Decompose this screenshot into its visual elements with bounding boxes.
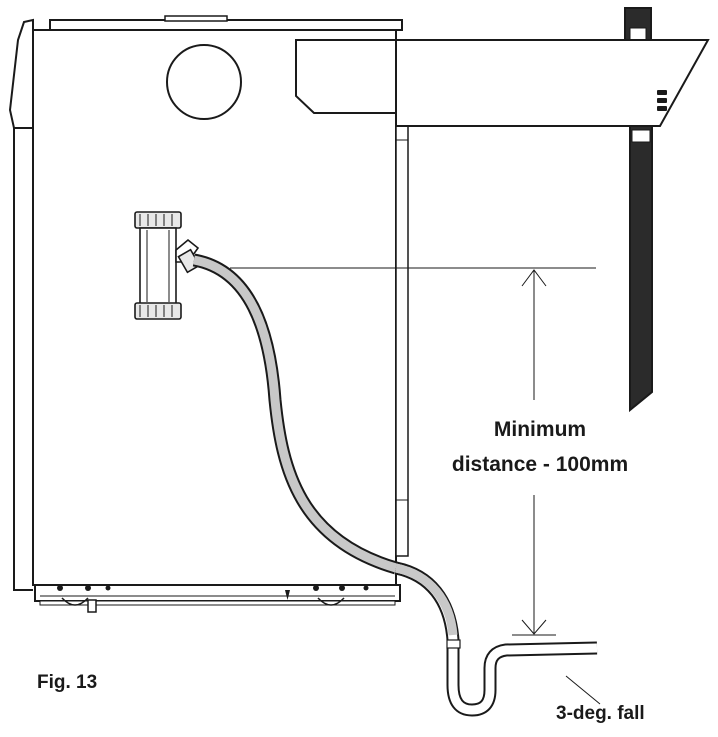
figure-label: Fig. 13: [37, 672, 98, 693]
arrow-down: [521, 619, 547, 635]
dimension-line-1: Minimum: [493, 418, 587, 441]
flue-outlet: [166, 44, 242, 120]
arrow-up: [521, 269, 547, 287]
base-fittings: [57, 585, 369, 600]
flue-horizontal-duct: [395, 39, 710, 127]
drain-plug: [87, 599, 97, 613]
side-panel-strip: [395, 125, 409, 557]
boiler-casing: [32, 29, 397, 586]
base-pipe-left: [61, 597, 89, 606]
trap-bottom-nut: [134, 302, 182, 320]
dimension-lines: [230, 267, 601, 705]
condensate-hose: [192, 253, 398, 575]
top-vent: [164, 15, 228, 22]
flue-vent-slots: [657, 90, 667, 111]
flue-assembly: [395, 7, 710, 413]
trap-top-nut: [134, 211, 182, 229]
external-drain-pipe: [394, 561, 598, 717]
fall-leader-line: [565, 675, 601, 705]
boiler-unit: [8, 15, 409, 606]
boiler-top-lid: [49, 19, 403, 31]
minimum-distance-label: Minimum distance - 100mm: [380, 412, 700, 482]
control-housing: [295, 39, 397, 114]
flue-vertical-lower: [629, 125, 653, 413]
condensate-trap: [134, 211, 201, 320]
fall-label: 3-deg. fall: [556, 703, 645, 724]
front-panel: [8, 18, 34, 129]
base-pipe-right: [317, 597, 345, 606]
trap-body: [139, 227, 177, 305]
dimension-line-2: distance - 100mm: [451, 453, 629, 476]
